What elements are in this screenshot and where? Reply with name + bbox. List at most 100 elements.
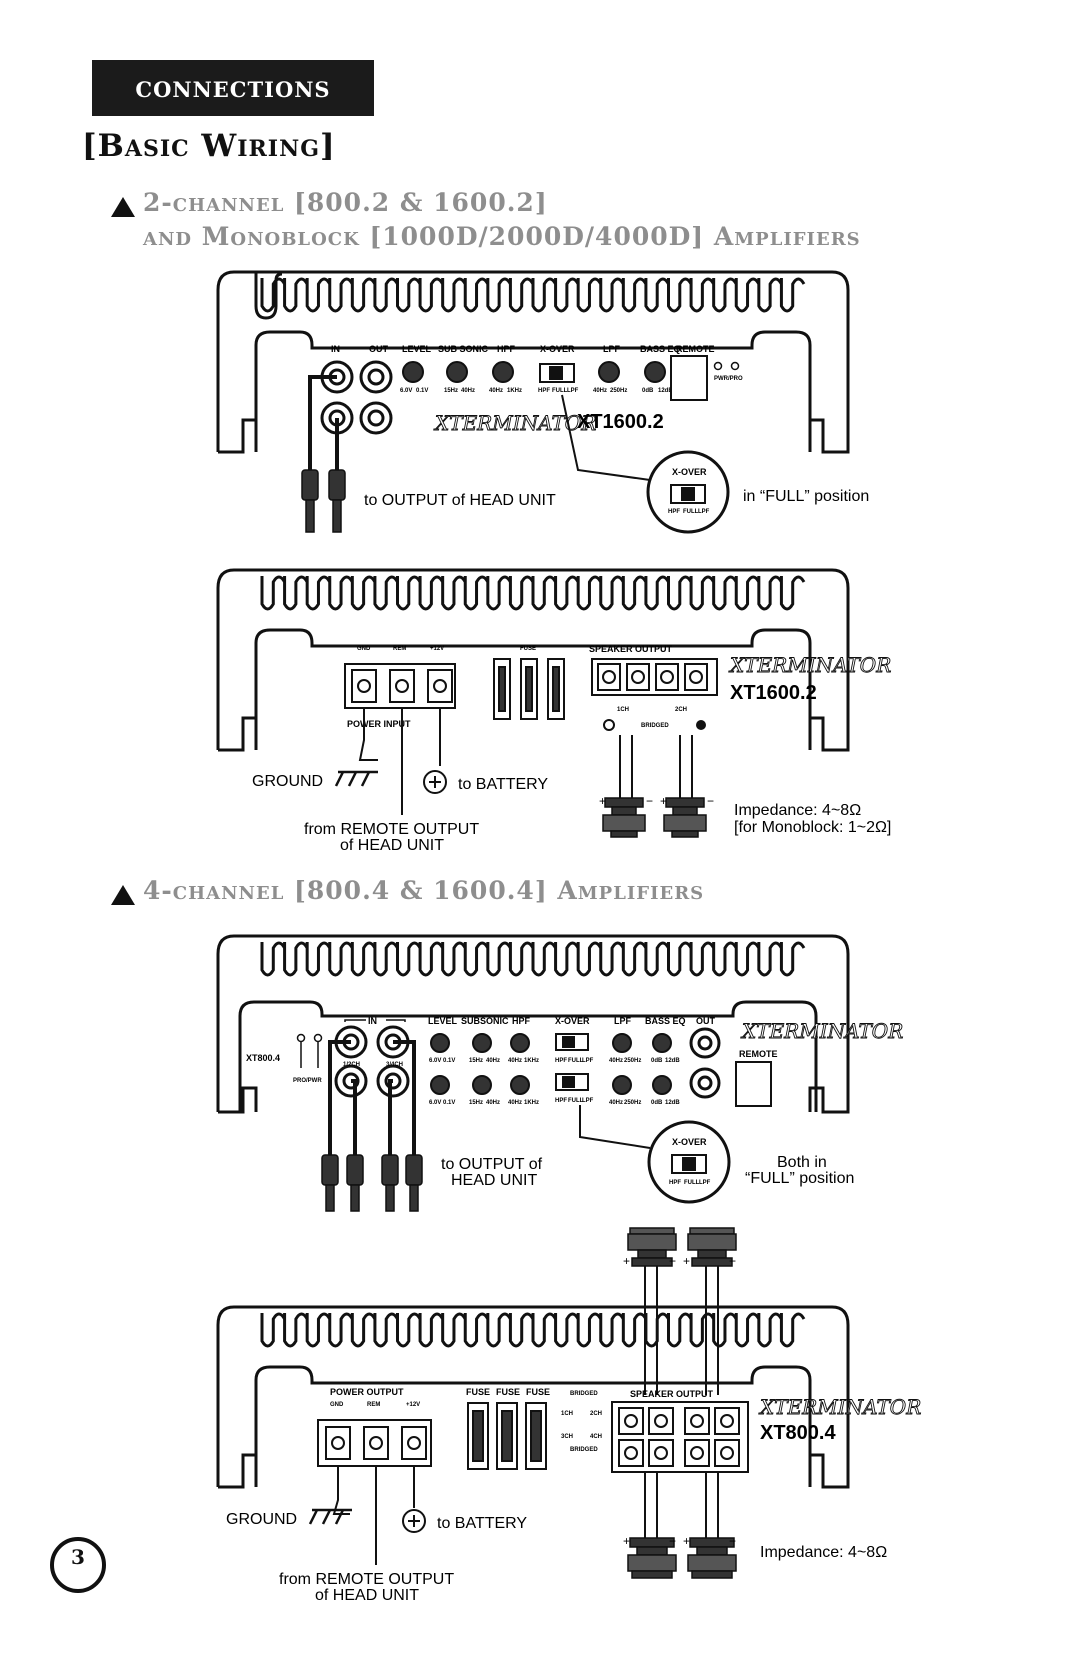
ctrl-label-subsonic: SUBSONIC	[461, 1016, 509, 1026]
lpf-knob-icon	[598, 361, 620, 383]
rem-label: REM	[393, 646, 406, 652]
svg-text:−: −	[646, 794, 653, 808]
hpf-range-max: 1KHz	[507, 388, 522, 394]
ctrl-label-hpf: HPF	[497, 344, 516, 354]
page-number-badge: 3	[50, 1537, 106, 1593]
brand-logo: XTERMINATOR	[728, 653, 891, 677]
to-battery-label: to BATTERY	[437, 1515, 527, 1532]
ctrl-label-xover: X-OVER	[540, 344, 575, 354]
bridged-label-2: BRIDGED	[570, 1447, 598, 1453]
basseq-range-min: 0dB	[642, 388, 654, 394]
monoblock-impedance-label: [for Monoblock: 1~2Ω]	[734, 819, 891, 836]
svg-text:−: −	[669, 1534, 676, 1548]
ctrl-label-lpf: LPF	[614, 1016, 632, 1026]
fuse-label-2: FUSE	[496, 1387, 520, 1397]
gnd-label: GND	[357, 646, 371, 652]
svg-text:−: −	[729, 1254, 736, 1268]
remote-line2: of HEAD UNIT	[315, 1587, 419, 1604]
note-output-line1: to OUTPUT of	[441, 1156, 543, 1173]
level-range-max-1: 0.1V	[443, 1058, 455, 1064]
xover-pos-hpf: HPF	[538, 388, 550, 394]
callout-hpf: HPF	[669, 1180, 681, 1186]
note-to-output-head-unit: to OUTPUT of HEAD UNIT	[364, 492, 556, 509]
svg-text:+: +	[623, 1254, 630, 1268]
remote-line2: of HEAD UNIT	[340, 837, 444, 854]
remote-port-icon	[670, 355, 708, 401]
svg-text:−: −	[707, 794, 714, 808]
triangle-bullet-icon	[111, 885, 135, 905]
hpf-range-max-2: 1KHz	[524, 1100, 539, 1106]
speaker-output-label: SPEAKER OUTPUT	[589, 644, 673, 654]
level-range-min-2: 6.0V	[429, 1100, 441, 1106]
subsonic-range-max: 40Hz	[461, 388, 475, 394]
to-battery-label: to BATTERY	[458, 776, 548, 793]
ground-label: GROUND	[226, 1511, 297, 1528]
in-ch34-label: 3/4CH	[386, 1062, 403, 1068]
note-both-line1: Both in	[777, 1154, 827, 1171]
model-label: XT800.4	[760, 1422, 836, 1444]
note-both-line2: “FULL” position	[745, 1170, 854, 1187]
basic-wiring-heading: [Basic Wiring]	[82, 128, 336, 164]
fuse-label: FUSE	[520, 646, 536, 652]
triangle-bullet-icon	[111, 197, 135, 217]
callout-hpf: HPF	[668, 509, 680, 515]
ctrl-label-out: OUT	[369, 344, 389, 354]
speaker-output-label: SPEAKER OUTPUT	[630, 1389, 714, 1399]
level-range-min-1: 6.0V	[429, 1058, 441, 1064]
heatsink-fins	[260, 941, 806, 977]
heatsink-fins	[260, 1312, 806, 1348]
ctrl-label-remote: REMOTE	[676, 344, 715, 354]
12v-label: +12V	[406, 1402, 420, 1408]
gnd-label: GND	[330, 1402, 344, 1408]
in-ch12-label: 1/2CH	[343, 1062, 360, 1068]
lpf-range-min: 40Hz	[593, 388, 607, 394]
basseq-range-max: 12dB	[658, 388, 673, 394]
ctrl-label-remote: REMOTE	[739, 1049, 778, 1059]
lpf-range-max-2: 250Hz	[624, 1100, 641, 1106]
remote-line1: from REMOTE OUTPUT	[304, 821, 479, 838]
impedance-label: Impedance: 4~8Ω	[734, 802, 861, 819]
subsonic-knob-icon	[446, 361, 468, 383]
hpf-range-min-2: 40Hz	[508, 1100, 522, 1106]
svg-text:+: +	[660, 794, 667, 808]
bridged-label: BRIDGED	[641, 723, 669, 729]
section-2ch-title-line2: and Monoblock [1000D/2000D/4000D] Amplif…	[143, 222, 861, 251]
ch1-label: 1CH	[561, 1411, 573, 1417]
xover-pos-full: FULL	[552, 388, 568, 394]
ground-label: GROUND	[252, 773, 323, 790]
note-full-position: in “FULL” position	[743, 488, 869, 505]
svg-text:+: +	[683, 1254, 690, 1268]
section-4ch-title: 4-channel [800.4 & 1600.4] Amplifiers	[143, 876, 705, 905]
rem-label: REM	[367, 1402, 380, 1408]
model-label: XT800.4	[246, 1053, 280, 1063]
bridged-label-1: BRIDGED	[570, 1391, 598, 1397]
svg-text:+: +	[599, 794, 606, 808]
hpf-range-min-1: 40Hz	[508, 1058, 522, 1064]
level-knob-icon	[402, 361, 424, 383]
ch3-label: 3CH	[561, 1434, 573, 1440]
callout-lpf: LPF	[698, 509, 710, 515]
level-range-min: 6.0V	[400, 388, 412, 394]
svg-text:−: −	[669, 1254, 676, 1268]
ctrl-label-out: OUT	[696, 1016, 716, 1026]
connections-title: Connections	[135, 70, 331, 105]
connections-title-box: Connections	[92, 60, 374, 116]
ctrl-label-lpf: LPF	[603, 344, 621, 354]
xover1-full: FULL	[568, 1058, 584, 1064]
ground-icon	[308, 1508, 352, 1525]
ctrl-label-xover: X-OVER	[555, 1016, 590, 1026]
callout-xover-label: X-OVER	[672, 467, 707, 477]
subsonic-range-min-1: 15Hz	[469, 1058, 483, 1064]
ctrl-label-level: LEVEL	[402, 344, 432, 354]
callout-lpf: LPF	[699, 1180, 711, 1186]
subsonic-range-max-1: 40Hz	[486, 1058, 500, 1064]
ctrl-label-subsonic: SUB SONIC	[438, 344, 489, 354]
xover2-hpf: HPF	[555, 1098, 567, 1104]
in-label: IN	[368, 1016, 377, 1026]
page-number: 3	[71, 1545, 85, 1569]
subsonic-range-min-2: 15Hz	[469, 1100, 483, 1106]
